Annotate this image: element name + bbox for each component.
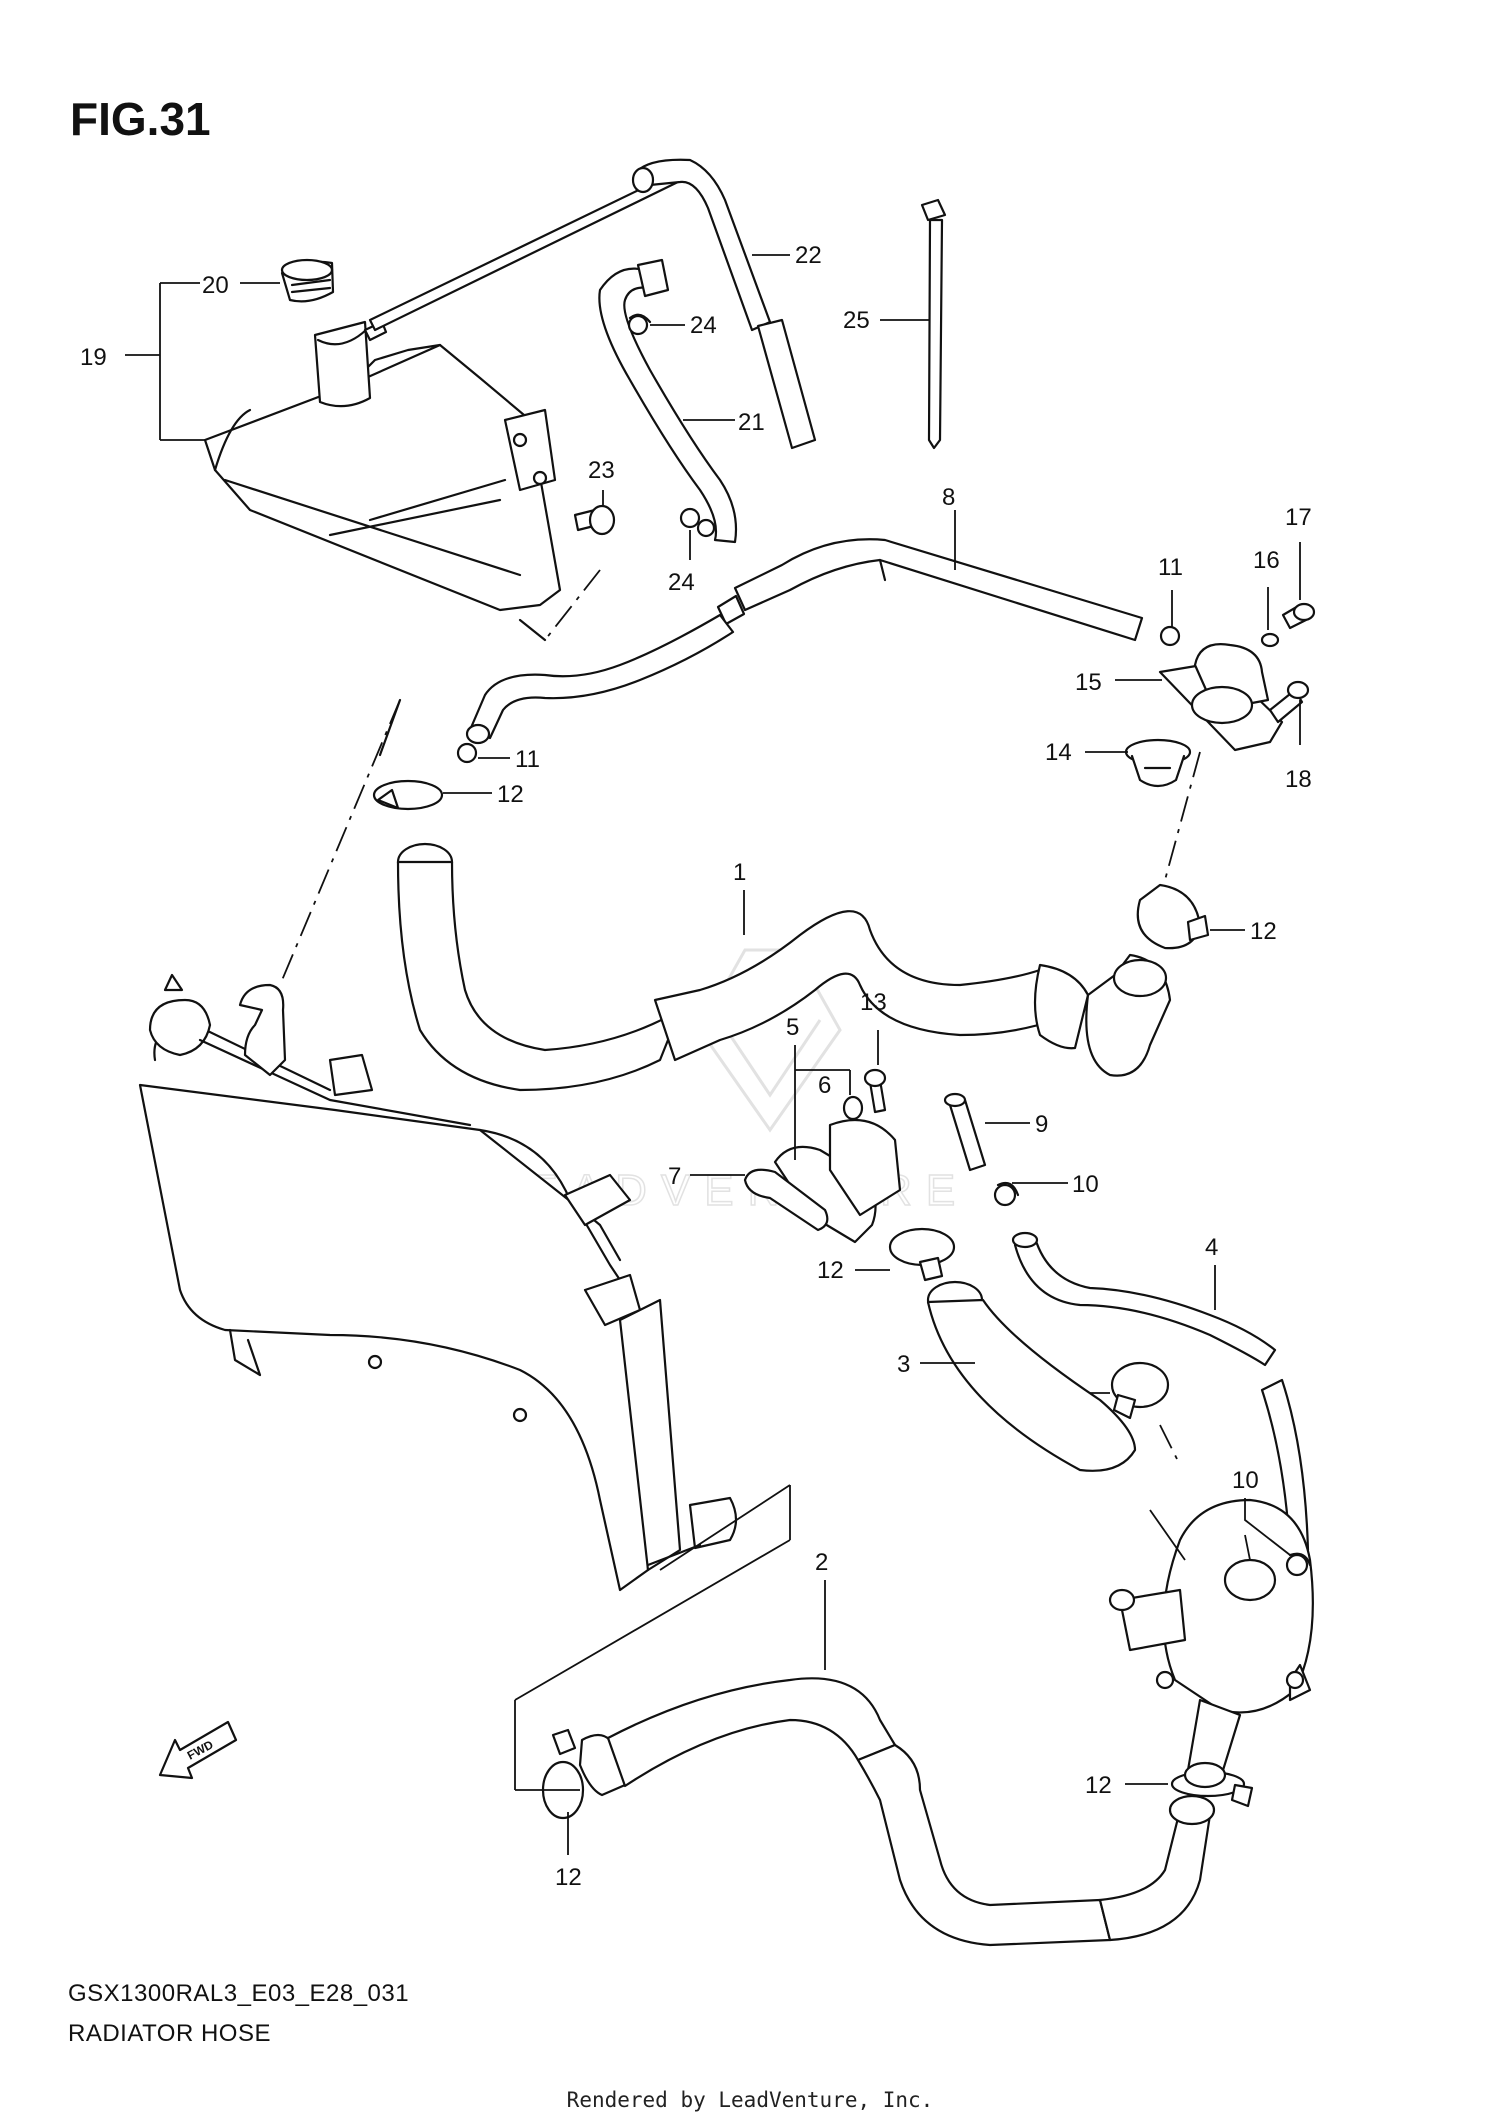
callout-12e: 12 [1085,1772,1112,1799]
callout-11a: 11 [1158,554,1183,581]
rendered-by-credit: Rendered by LeadVenture, Inc. [566,2088,934,2112]
bolt-13[interactable] [863,1068,887,1114]
cable-tie-25[interactable] [920,198,947,450]
callout-5: 5 [786,1014,799,1041]
radiator[interactable] [138,973,738,1592]
callout-1: 1 [733,859,746,886]
callout-12b: 12 [1250,918,1277,945]
callout-12a: 12 [497,781,524,808]
water-pump[interactable] [1108,1498,1314,1789]
hose-clamp-12c[interactable] [888,1227,956,1282]
callout-4: 4 [1205,1234,1218,1261]
callout-13: 13 [860,989,887,1016]
callout-24b: 24 [668,569,695,596]
callout-20: 20 [202,272,229,299]
hose-clip-11b[interactable] [456,742,478,764]
union-fitting-9[interactable] [943,1092,987,1172]
radiator-inlet-hose-1[interactable] [396,842,1172,1092]
callout-14: 14 [1045,739,1072,766]
hose-clamp-12a[interactable] [372,779,444,811]
fwd-arrow-icon: FWD [158,1720,238,1780]
reservoir-cap[interactable] [280,258,335,303]
callout-17: 17 [1285,504,1312,531]
callout-3: 3 [897,1351,910,1378]
hose-clip-10a[interactable] [993,1181,1020,1207]
callout-16: 16 [1253,547,1280,574]
callout-7: 7 [668,1163,681,1190]
callout-10b: 10 [1232,1467,1259,1494]
hose-clip-24a[interactable] [627,313,652,336]
callout-24a: 24 [690,312,717,339]
bypass-hose-4[interactable] [1011,1231,1310,1554]
thermostat-cover-15[interactable] [1158,643,1284,752]
gasket-7[interactable] [743,1168,829,1232]
callout-6: 6 [818,1072,831,1099]
hose-clip-10b[interactable] [1285,1552,1312,1577]
callout-2: 2 [815,1549,828,1576]
callout-22: 22 [795,242,822,269]
thermostat-14[interactable] [1124,738,1192,788]
figure-code: GSX1300RAL3_E03_E28_031 [68,1980,410,2007]
hose-clip-24b[interactable] [679,507,716,538]
hose-clamp-12f[interactable] [541,1728,585,1820]
callout-11b: 11 [515,746,540,773]
tank-bolt-23[interactable] [573,504,616,536]
hose-clip-11a[interactable] [1159,625,1181,647]
callout-12f: 12 [555,1864,582,1891]
reservoir-tank[interactable] [203,320,562,612]
figure-name: RADIATOR HOSE [68,2020,271,2047]
callout-15: 15 [1075,669,1102,696]
callout-10a: 10 [1072,1171,1099,1198]
thermostat-housing-5[interactable] [773,1118,902,1244]
figure-title: FIG.31 [70,93,211,145]
radiator-outlet-hose-2[interactable] [578,1677,1216,1947]
callout-19: 19 [80,344,107,371]
callout-9: 9 [1035,1111,1048,1138]
water-pump-hose-3[interactable] [926,1280,1137,1472]
hose-clamp-12b[interactable] [1136,883,1210,950]
bypass-hose-8[interactable] [465,538,1144,745]
callout-18: 18 [1285,766,1312,793]
callout-12c: 12 [817,1257,844,1284]
callout-8: 8 [942,484,955,511]
callout-25: 25 [843,307,870,334]
bolt-17[interactable] [1281,602,1316,630]
bolt-18[interactable] [1268,680,1310,724]
stud-6[interactable] [842,1095,864,1121]
callout-23: 23 [588,457,615,484]
callout-21: 21 [738,409,765,436]
overflow-hose-22[interactable] [368,158,817,450]
washer-16[interactable] [1260,632,1280,648]
hose-clamp-12d[interactable] [1110,1361,1170,1420]
breather-hose-21[interactable] [598,258,738,544]
